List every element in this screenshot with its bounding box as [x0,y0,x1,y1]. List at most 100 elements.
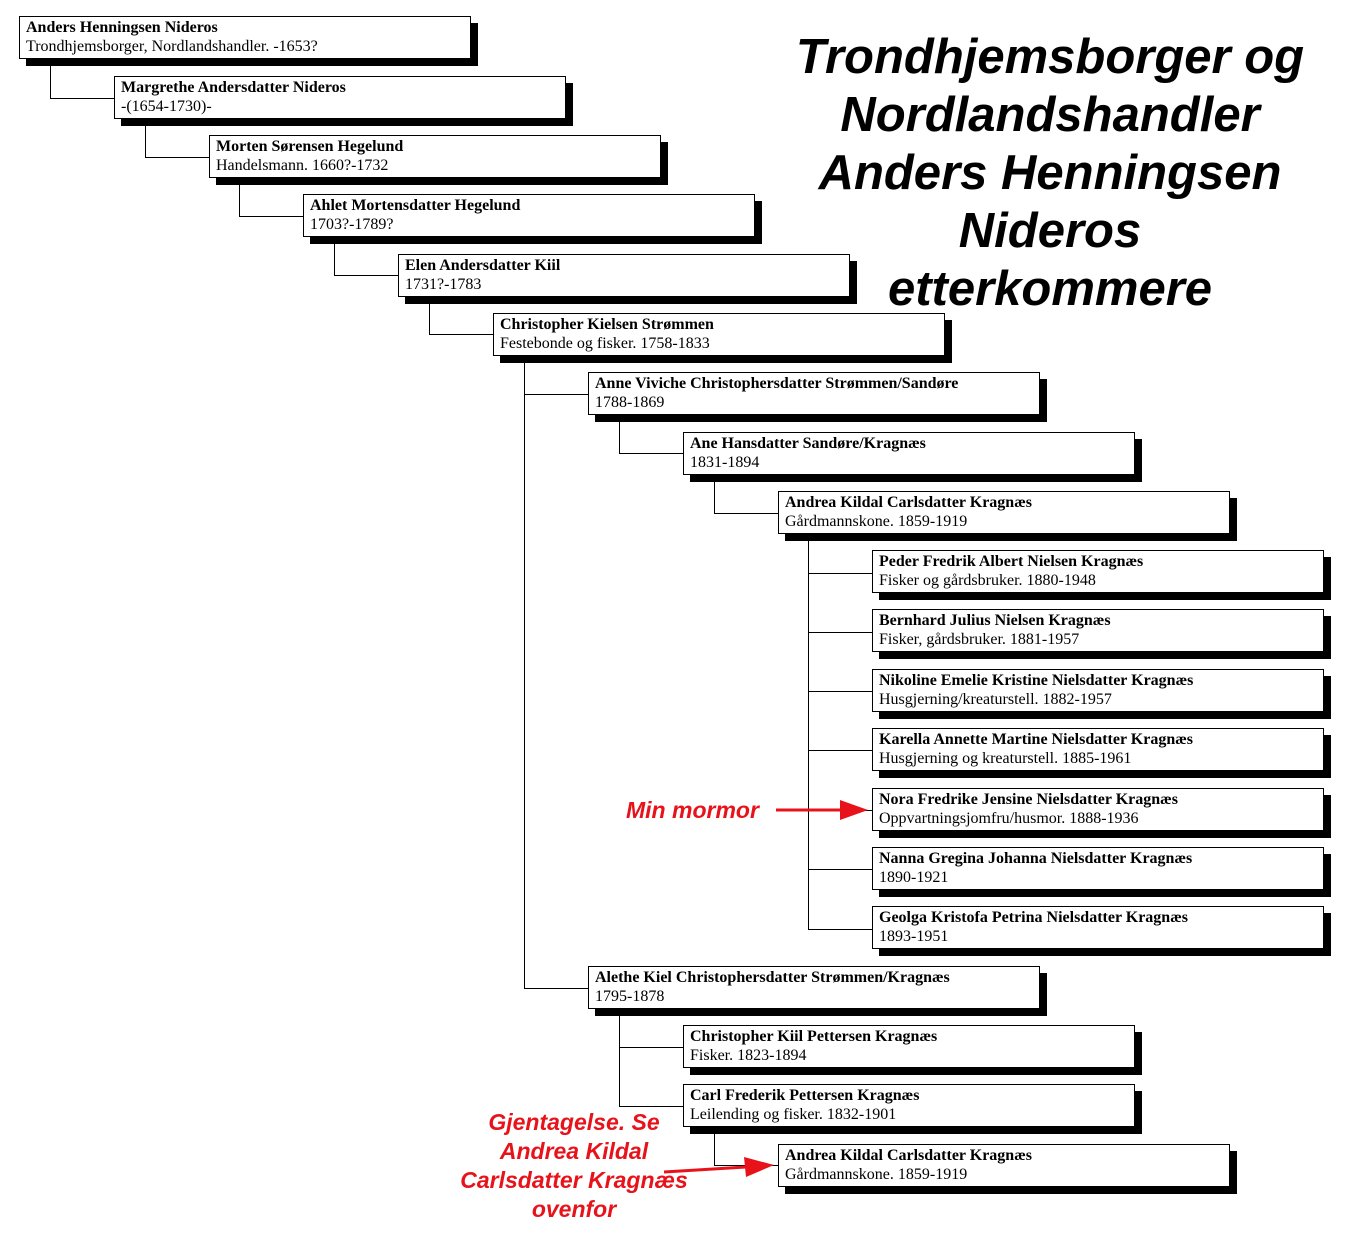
person-box: Elen Andersdatter Kiil 1731?-1783 [398,254,850,297]
person-box: Andrea Kildal Carlsdatter Kragnæs Gårdma… [778,491,1230,534]
person-box: Karella Annette Martine Nielsdatter Krag… [872,728,1324,771]
person-name: Anders Henningsen Nideros [26,19,218,36]
person-name: Nora Fredrike Jensine Nielsdatter Kragnæ… [879,791,1178,808]
connector [808,869,872,870]
repeat-note-line: Andrea Kildal [499,1138,649,1164]
connector [50,60,51,99]
person-name: Morten Sørensen Hegelund [216,138,404,155]
title-line: Trondhjemsborger og [795,30,1305,84]
arrow-icon [664,1157,774,1177]
person-name: Peder Fredrik Albert Nielsen Kragnæs [879,553,1144,570]
connector [808,750,872,751]
person-name: Andrea Kildal Carlsdatter Kragnæs [785,1147,1032,1164]
person-info: Husgjerning/kreaturstell. 1882-1957 [879,691,1112,708]
person-box: Ane Hansdatter Sandøre/Kragnæs 1831-1894 [683,432,1135,475]
connector [145,157,209,158]
person-info: Handelsmann. 1660?-1732 [216,157,389,174]
person-info: 1731?-1783 [405,276,482,293]
person-box: Ahlet Mortensdatter Hegelund 1703?-1789? [303,194,755,237]
person-box: Nikoline Emelie Kristine Nielsdatter Kra… [872,669,1324,712]
person-name: Alethe Kiel Christophersdatter Strømmen/… [595,969,950,986]
person-info: -(1654-1730)- [121,98,212,115]
min-mormor-note: Min mormor [626,797,759,823]
connector [619,1009,620,1107]
connector [334,275,398,276]
title-line: Nordlandshandler [840,88,1260,142]
person-info: Oppvartningsjomfru/husmor. 1888-1936 [879,810,1139,827]
person-info: Fisker, gårdsbruker. 1881-1957 [879,631,1080,648]
connector [808,691,872,692]
connector [50,98,114,99]
person-box: Morten Sørensen Hegelund Handelsmann. 16… [209,135,661,178]
person-box: Anne Viviche Christophersdatter Strømmen… [588,372,1040,415]
person-box: Christopher Kielsen Strømmen Festebonde … [493,313,945,356]
person-info: Fisker og gårdsbruker. 1880-1948 [879,572,1096,589]
person-name: Geolga Kristofa Petrina Nielsdatter Krag… [879,909,1188,926]
person-info: 1795-1878 [595,988,665,1005]
connector [808,535,809,930]
repeat-note-line: Carlsdatter Kragnæs [460,1167,688,1193]
connector [524,988,588,989]
connector [429,334,493,335]
connector [334,238,335,276]
person-name: Margrethe Andersdatter Nideros [121,79,346,96]
person-info: 1703?-1789? [310,216,394,233]
title-line: etterkommere [887,262,1213,316]
person-box: Peder Fredrik Albert Nielsen Kragnæs Fis… [872,550,1324,593]
repeat-note-line: ovenfor [531,1196,617,1222]
person-info: Gårdmannskone. 1859-1919 [785,513,968,530]
connector [239,179,240,217]
connector [714,513,778,514]
person-name: Christopher Kielsen Strømmen [500,316,714,333]
title-line: Anders Henningsen [818,146,1282,200]
connector [524,394,588,395]
person-name: Nikoline Emelie Kristine Nielsdatter Kra… [879,672,1194,689]
person-name: Andrea Kildal Carlsdatter Kragnæs [785,494,1032,511]
person-info: 1831-1894 [690,454,760,471]
person-name: Elen Andersdatter Kiil [405,257,561,274]
person-box: Andrea Kildal Carlsdatter Kragnæs Gårdma… [778,1144,1230,1187]
connector [808,573,872,574]
person-box: Bernhard Julius Nielsen Kragnæs Fisker, … [872,609,1324,652]
person-info: Leilending og fisker. 1832-1901 [690,1106,897,1123]
person-name: Bernhard Julius Nielsen Kragnæs [879,612,1111,629]
repeat-note-line: Gjentagelse. Se [488,1109,660,1135]
person-box: Carl Frederik Pettersen Kragnæs Leilendi… [683,1084,1135,1127]
person-info: Trondhjemsborger, Nordlandshandler. -165… [26,38,318,55]
person-box: Nanna Gregina Johanna Nielsdatter Kragnæ… [872,847,1324,890]
connector [524,357,525,989]
connector [714,1128,715,1166]
title-line: Nideros [958,204,1142,258]
person-name: Anne Viviche Christophersdatter Strømmen… [595,375,959,392]
person-info: Husgjerning og kreaturstell. 1885-1961 [879,750,1132,767]
connector [808,632,872,633]
person-box: Nora Fredrike Jensine Nielsdatter Kragnæ… [872,788,1324,831]
person-name: Christopher Kiil Pettersen Kragnæs [690,1028,938,1045]
connector [714,476,715,514]
person-name: Karella Annette Martine Nielsdatter Krag… [879,731,1194,748]
person-info: 1890-1921 [879,869,949,886]
connector [808,929,872,930]
person-name: Ahlet Mortensdatter Hegelund [310,197,521,214]
person-name: Carl Frederik Pettersen Kragnæs [690,1087,920,1104]
person-box: Margrethe Andersdatter Nideros -(1654-17… [114,76,566,119]
person-info: Fisker. 1823-1894 [690,1047,807,1064]
person-box: Christopher Kiil Pettersen Kragnæs Fiske… [683,1025,1135,1068]
person-box: Alethe Kiel Christophersdatter Strømmen/… [588,966,1040,1009]
person-name: Nanna Gregina Johanna Nielsdatter Kragnæ… [879,850,1193,867]
person-info: Gårdmannskone. 1859-1919 [785,1166,968,1183]
person-info: 1893-1951 [879,928,949,945]
connector [145,120,146,158]
person-info: Festebonde og fisker. 1758-1833 [500,335,710,352]
connector [619,1047,683,1048]
person-box: Anders Henningsen Nideros Trondhjemsborg… [19,16,471,59]
connector [619,416,620,454]
repeat-note: Gjentagelse. Se Andrea Kildal Carlsdatte… [448,1108,700,1224]
connector [619,453,683,454]
connector [619,1106,683,1107]
person-name: Ane Hansdatter Sandøre/Kragnæs [690,435,926,452]
arrow-icon [776,800,868,820]
connector [239,216,303,217]
connector [429,297,430,335]
diagram-title: Trondhjemsborger og Nordlandshandler And… [760,28,1340,318]
